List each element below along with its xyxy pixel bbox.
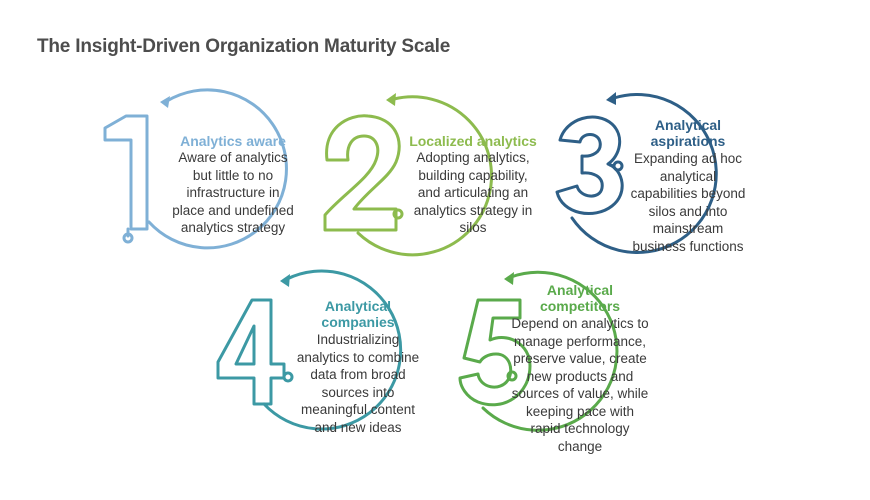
stage-1-graphic <box>103 88 288 250</box>
stage-5-ring <box>481 270 619 432</box>
stage-3-graphic <box>555 92 718 254</box>
stage-1-description: Aware of analytics but little to no infr… <box>172 150 294 235</box>
stage-2-text: Localized analytics Adopting analytics, … <box>408 133 538 237</box>
stage-5-description: Depend on analytics to manage performanc… <box>511 316 649 454</box>
stage-3-numeral-outline <box>555 115 624 215</box>
stage-4-arrowhead <box>280 274 290 287</box>
stage-4-numeral-outline <box>216 298 286 406</box>
stage-5-text: Analytical competitors Depend on analyti… <box>510 282 650 455</box>
stage-4-ring <box>262 269 403 431</box>
stage-2-arrowhead <box>386 93 396 106</box>
stage-2-numeral-outline <box>323 114 401 232</box>
stage-4-text: Analytical companies Industrializing ana… <box>294 298 422 436</box>
stage-1-title: Analytics aware <box>180 133 286 149</box>
stage-4-description: Industrializing analytics to combine dat… <box>296 332 420 435</box>
stage-4-node <box>282 371 294 383</box>
stage-2-description: Adopting analytics, building capability,… <box>413 150 533 235</box>
stage-1-numeral-outline <box>103 114 149 231</box>
stage-5-graphic <box>458 270 619 432</box>
stage-1-text: Analytics aware Aware of analytics but l… <box>170 133 296 237</box>
stage-1-node <box>122 232 134 244</box>
page-title: The Insight-Driven Organization Maturity… <box>37 36 451 57</box>
stage-4-graphic <box>216 269 403 431</box>
stage-1-ring <box>147 88 288 250</box>
stage-1-arrowhead <box>160 96 170 108</box>
stage-2-ring <box>356 95 493 257</box>
stage-2-node <box>392 208 404 220</box>
stage-3-ring <box>570 93 718 254</box>
stage-3-text: Analytical aspirations Expanding ad hoc … <box>626 117 750 255</box>
stage-5-title: Analytical competitors <box>539 282 621 314</box>
stage-5-node <box>506 370 518 382</box>
stage-5-arrowhead <box>504 272 514 285</box>
stage-2-title: Localized analytics <box>409 133 537 149</box>
stage-3-node <box>612 160 624 172</box>
stage-5-numeral-outline <box>458 298 532 407</box>
stage-3-title: Analytical aspirations <box>650 117 726 149</box>
stage-2-graphic <box>323 93 493 257</box>
stage-3-arrowhead <box>606 92 616 105</box>
stage-4-title: Analytical companies <box>321 298 395 330</box>
stage-3-description: Expanding ad hoc analytical capabilities… <box>630 151 746 254</box>
